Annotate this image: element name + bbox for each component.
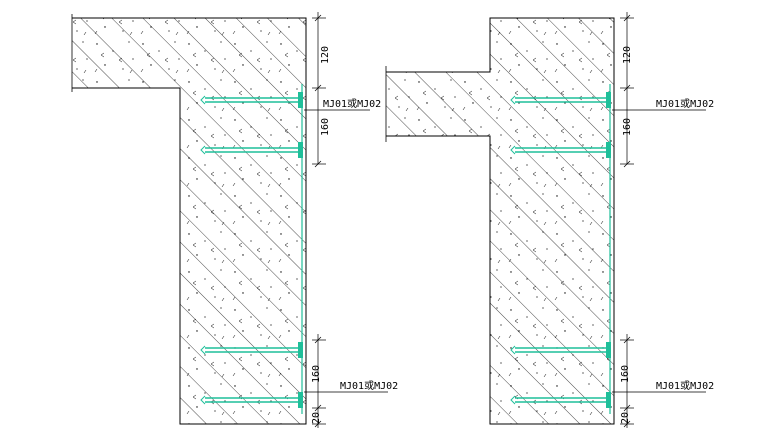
right-concrete-speckle (386, 18, 614, 424)
right-anchor-bar (510, 342, 611, 358)
left-anchor-bar (200, 392, 303, 408)
left-dim-20: 20 (311, 412, 322, 424)
left-anchor-bar (200, 142, 303, 158)
left-dimension-top (312, 12, 326, 168)
left-dim-160-lower: 160 (311, 365, 322, 383)
right-anchor-bar (510, 142, 611, 158)
left-dim-120: 120 (320, 46, 331, 64)
left-label-lower: MJ01或MJ02 (340, 380, 398, 392)
right-anchor-bar (510, 392, 611, 408)
right-label-lower: MJ01或MJ02 (656, 380, 714, 392)
left-section: 120 160 MJ01或MJ02 160 20 MJ01或MJ02 (71, 12, 398, 428)
right-label-upper: MJ01或MJ02 (656, 98, 714, 110)
right-section: 120 160 MJ01或MJ02 160 20 MJ01或MJ02 (385, 12, 714, 428)
right-dimension-bottom (620, 334, 634, 428)
left-anchor-bar (200, 92, 303, 108)
left-label-upper: MJ01或MJ02 (323, 98, 381, 110)
right-dim-120: 120 (622, 46, 633, 64)
right-dim-160-upper: 160 (622, 118, 633, 136)
left-dim-160-upper: 160 (320, 118, 331, 136)
left-concrete-speckle (72, 18, 306, 424)
left-anchor-bar (200, 342, 303, 358)
left-dimension-bottom (312, 334, 326, 428)
right-dimension-top (620, 12, 634, 168)
right-dim-160-lower: 160 (620, 365, 631, 383)
right-dim-20: 20 (620, 412, 631, 424)
right-anchor-bar (510, 92, 611, 108)
